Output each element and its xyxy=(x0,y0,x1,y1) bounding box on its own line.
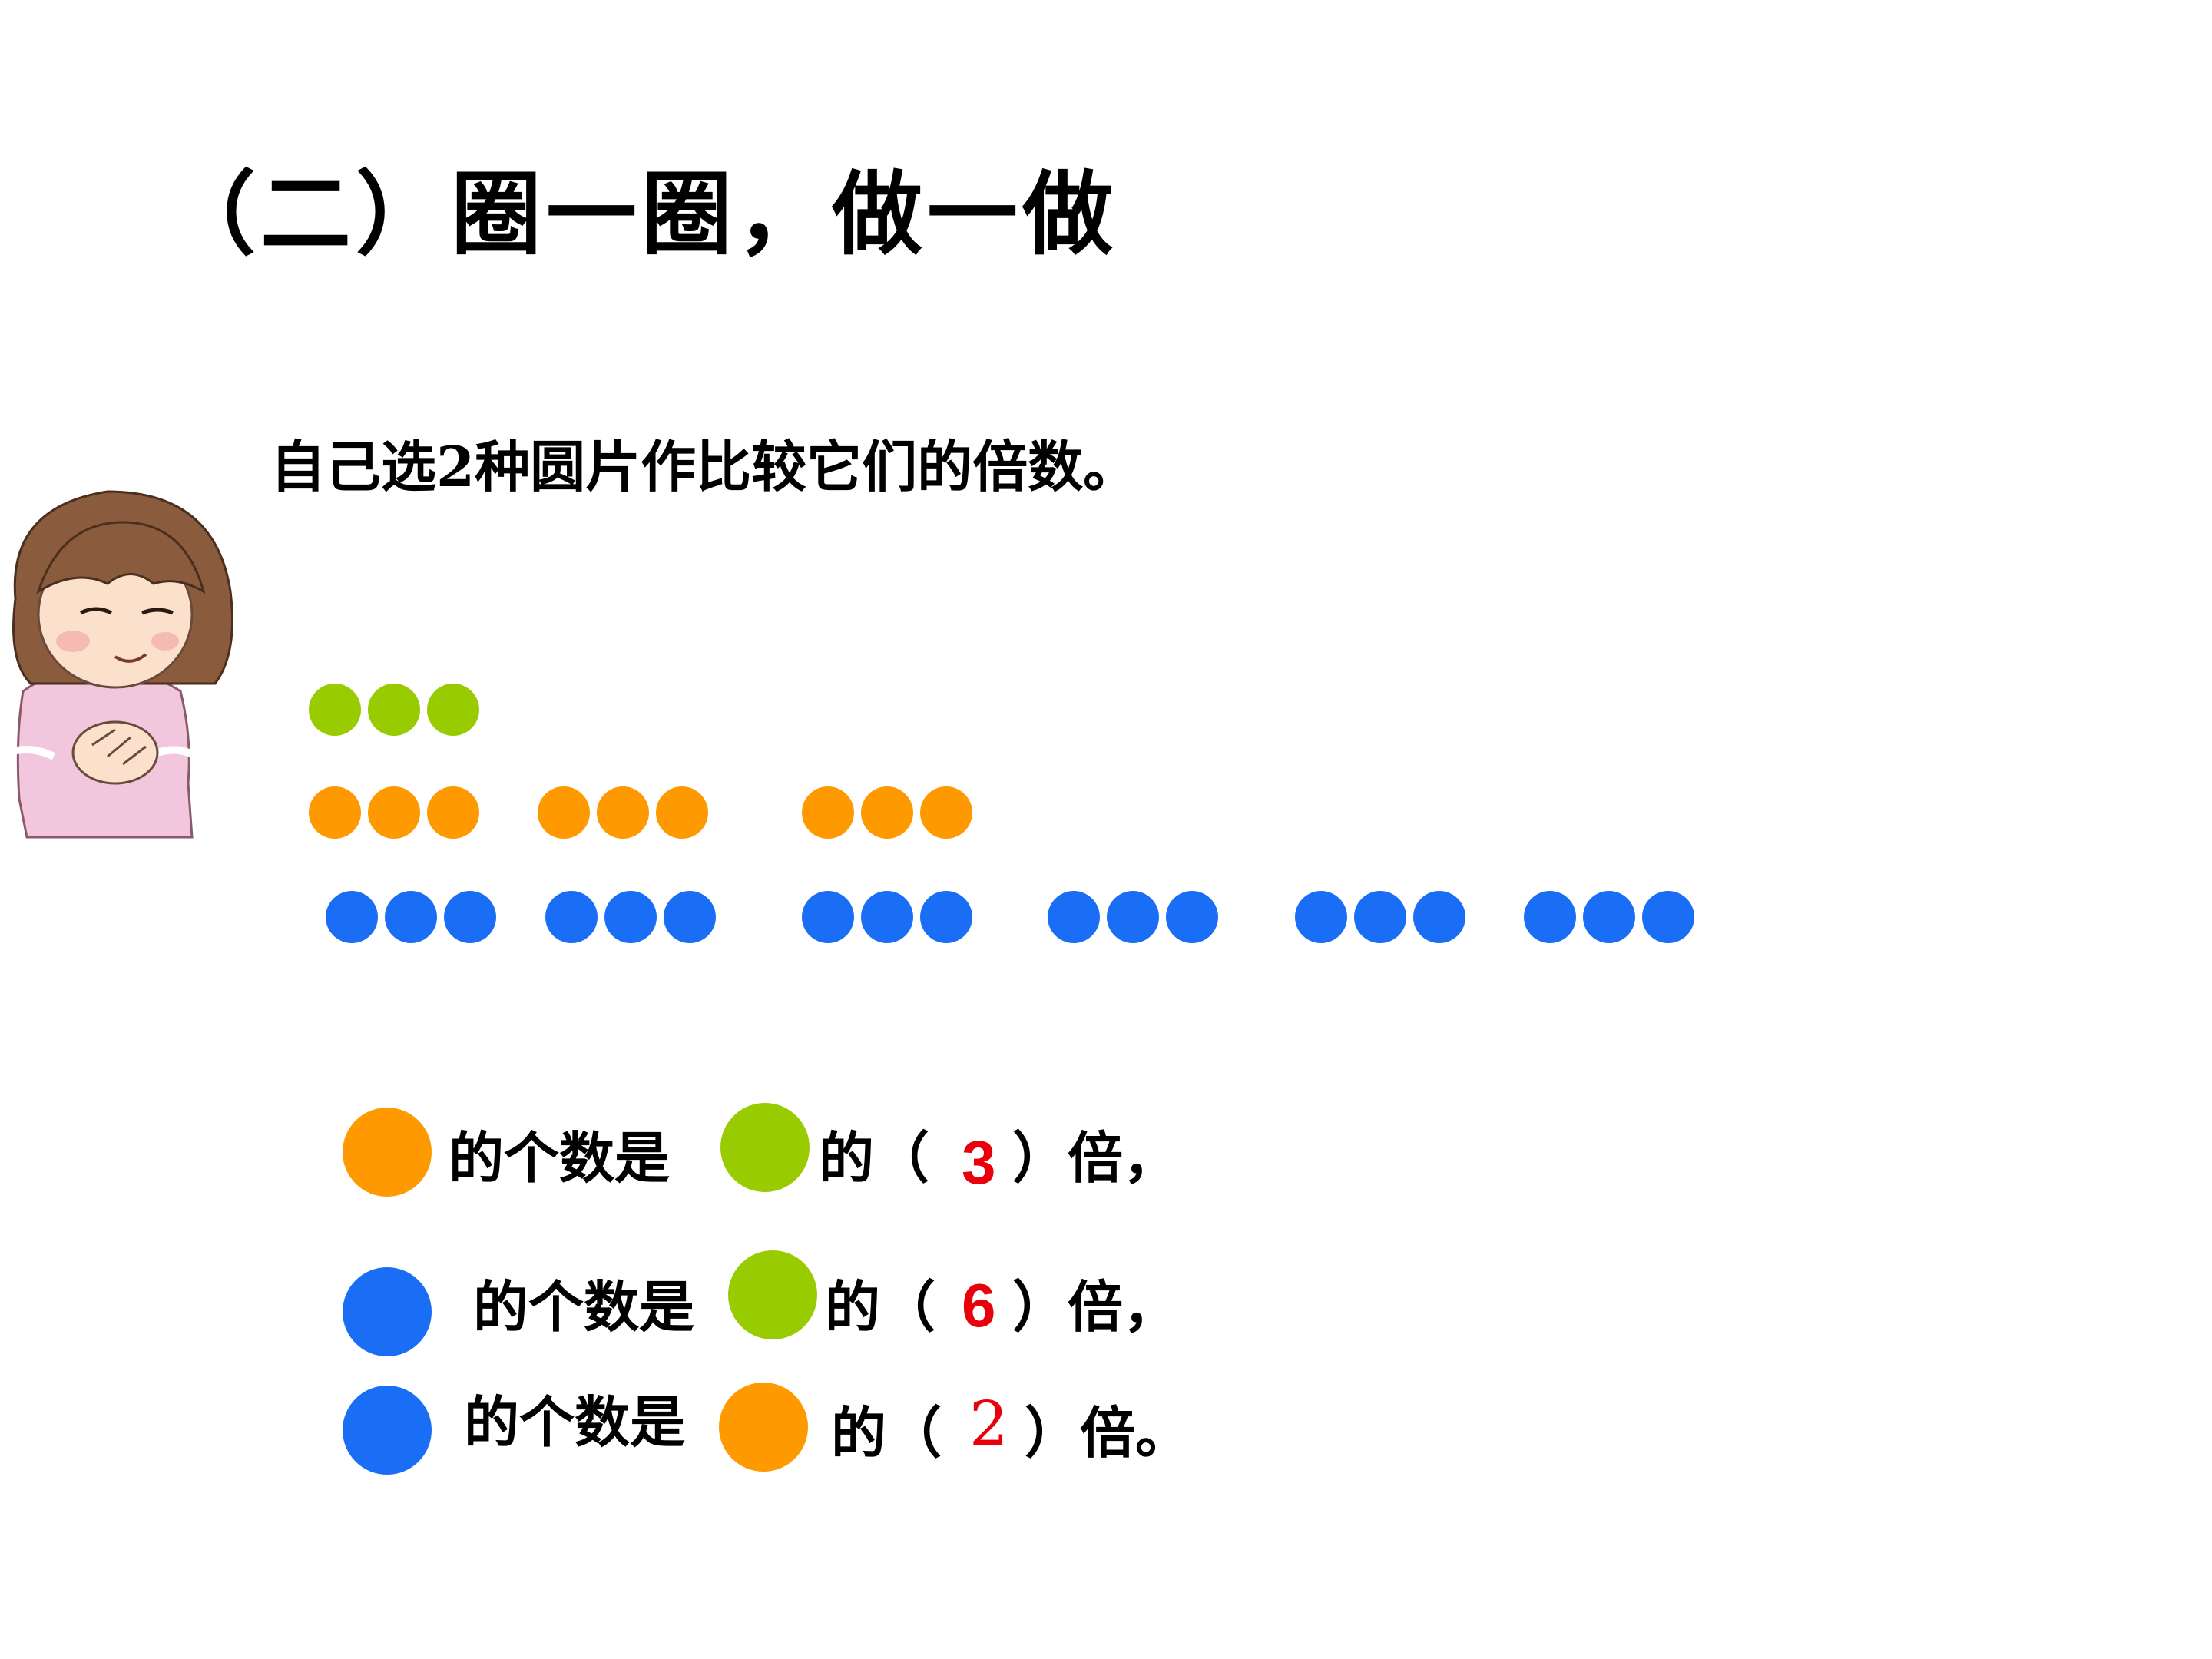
blue-dot xyxy=(1524,891,1576,943)
blue-dot xyxy=(1166,891,1218,943)
statement-suffix-text: ）倍， xyxy=(1012,1274,1179,1339)
answer-value: 2 xyxy=(969,1388,1008,1459)
blue-disc xyxy=(343,1267,432,1356)
girl-illustration xyxy=(6,490,233,839)
blue-dot xyxy=(1295,891,1347,943)
orange-dot xyxy=(861,786,913,839)
orange-disc xyxy=(343,1108,432,1197)
statement-middle-text: 的个数是 xyxy=(473,1274,695,1339)
statement-prefix-text: 的（ xyxy=(831,1400,942,1465)
blue-dot xyxy=(664,891,716,943)
green-dot xyxy=(309,684,361,736)
statement-suffix-text: ）倍。 xyxy=(1025,1400,1191,1465)
statement-middle-text: 的个数是 xyxy=(464,1389,686,1455)
blue-dot-group xyxy=(1295,891,1465,943)
statement-suffix-text: ）倍， xyxy=(1012,1125,1179,1190)
blue-dot xyxy=(444,891,496,943)
orange-dot xyxy=(309,786,361,839)
orange-dot xyxy=(427,786,479,839)
orange-dot-group xyxy=(802,786,972,839)
blue-dot xyxy=(861,891,913,943)
blue-dot xyxy=(326,891,378,943)
answer-value: 6 xyxy=(962,1271,996,1339)
orange-dot xyxy=(538,786,590,839)
blue-dot-group xyxy=(545,891,716,943)
blue-dot xyxy=(604,891,657,943)
orange-dot xyxy=(920,786,972,839)
blue-dot-group xyxy=(1524,891,1694,943)
green-disc xyxy=(728,1250,817,1339)
statement-prefix-text: 的（ xyxy=(825,1274,936,1339)
blue-dot xyxy=(545,891,598,943)
blue-dot xyxy=(385,891,437,943)
blue-disc xyxy=(343,1386,432,1475)
blue-dot xyxy=(1048,891,1100,943)
blue-dot-group xyxy=(802,891,972,943)
orange-dot xyxy=(802,786,854,839)
blue-dot xyxy=(1107,891,1159,943)
blue-dot xyxy=(802,891,854,943)
orange-dot xyxy=(597,786,649,839)
green-dot xyxy=(368,684,420,736)
blue-dot xyxy=(1354,891,1406,943)
orange-dot xyxy=(368,786,420,839)
blue-dot-group xyxy=(1048,891,1218,943)
orange-dot-group xyxy=(309,786,479,839)
blue-dot xyxy=(1583,891,1635,943)
slide-title: （二）圈一圈，做一做 xyxy=(165,161,1118,267)
orange-dot-group xyxy=(538,786,708,839)
green-dot xyxy=(427,684,479,736)
answer-value: 3 xyxy=(962,1128,996,1197)
green-dot-group xyxy=(309,684,479,736)
blue-dot xyxy=(1642,891,1694,943)
statement-prefix-text: 的（ xyxy=(819,1125,930,1190)
instruction-text: 自己选2种圆片作比较它们的倍数。 xyxy=(270,434,1139,499)
orange-disc xyxy=(719,1382,808,1472)
blue-dot-group xyxy=(326,891,496,943)
blue-dot xyxy=(920,891,972,943)
statement-middle-text: 的个数是 xyxy=(449,1125,671,1190)
blue-dot xyxy=(1413,891,1465,943)
orange-dot xyxy=(656,786,708,839)
green-disc xyxy=(720,1103,810,1192)
